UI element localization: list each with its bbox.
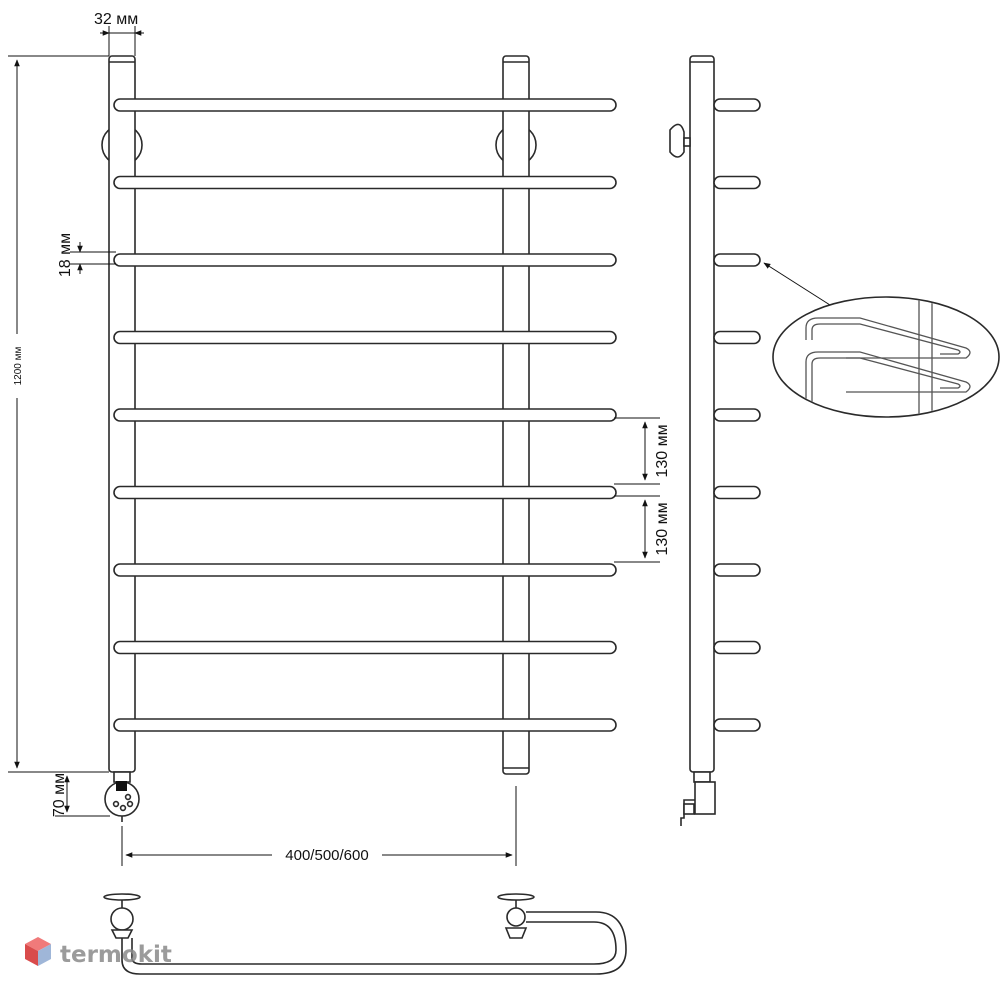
- side-heater: [680, 771, 716, 826]
- side-rung: [713, 485, 761, 500]
- side-wall-mount: [669, 123, 691, 158]
- side-rungs: [713, 98, 761, 747]
- front-rungs: [113, 98, 617, 732]
- front-rung: [113, 330, 617, 345]
- side-rung: [713, 408, 761, 422]
- front-rung: [113, 253, 617, 267]
- pipe-diameter-label: 32 мм: [94, 11, 138, 28]
- top-left-mount: [103, 893, 141, 939]
- front-rung: [113, 718, 617, 732]
- side-view: [669, 55, 761, 826]
- termokit-watermark: termokit: [25, 937, 172, 968]
- front-rung: [113, 563, 617, 577]
- front-view: [101, 55, 617, 822]
- rung-spacing-label-1: 130 мм: [654, 424, 671, 477]
- detail-callout: [763, 262, 1000, 418]
- side-rung: [713, 98, 761, 112]
- termokit-logo-icon: [25, 937, 51, 966]
- heater-element: [104, 771, 140, 822]
- side-rung: [713, 640, 761, 655]
- side-rung: [713, 563, 761, 577]
- top-view: [103, 893, 627, 975]
- rung-spacing-label-2: 130 мм: [654, 502, 671, 555]
- rung-diameter-dimension: [70, 242, 116, 274]
- front-rung: [113, 175, 617, 190]
- top-view-rail: [121, 911, 627, 975]
- front-rung: [113, 98, 617, 112]
- side-rung: [713, 330, 761, 345]
- width-label: 400/500/600: [285, 847, 368, 864]
- side-rung: [713, 718, 761, 732]
- front-rung: [113, 640, 617, 655]
- total-height-dimension: [8, 55, 109, 773]
- side-rung: [713, 253, 761, 267]
- side-rung: [713, 175, 761, 190]
- heater-offset-label: 70 мм: [51, 773, 68, 817]
- side-vertical-tube: [689, 55, 715, 773]
- total-height-label-group: 1200 мм: [10, 334, 24, 398]
- total-height-label: 1200 мм: [13, 346, 24, 385]
- heater-offset-dimension: [55, 771, 110, 817]
- rung-diameter-label: 18 мм: [57, 233, 74, 277]
- termokit-brand-text: termokit: [60, 942, 172, 968]
- front-rung: [113, 408, 617, 422]
- rung-spacing-dimension: [614, 417, 660, 563]
- top-right-mount: [497, 893, 535, 939]
- pipe-diameter-dimension: [100, 26, 144, 56]
- front-rung: [113, 485, 617, 500]
